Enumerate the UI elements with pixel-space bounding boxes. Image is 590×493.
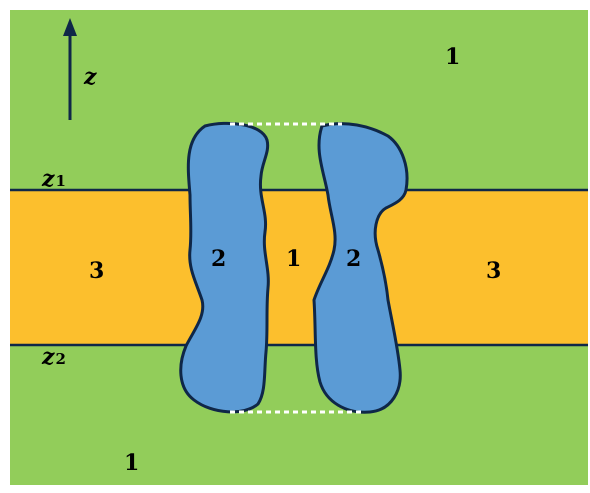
z-axis-label: z	[83, 64, 97, 90]
protein-subunit-left	[179, 121, 270, 414]
region-label-membrane-right: 3	[486, 258, 501, 284]
region-label-membrane-left: 3	[89, 258, 104, 284]
membrane-band	[10, 190, 588, 345]
z-axis-arrowhead	[63, 18, 77, 36]
region-label-medium-top: 1	[445, 44, 460, 70]
boundary-label-z1: z1	[41, 166, 66, 192]
boundary-label-z2: z2	[41, 344, 66, 370]
protein-subunit-right	[312, 122, 409, 414]
region-label-pore: 1	[286, 246, 301, 272]
region-label-protein-right: 2	[346, 246, 361, 272]
region-label-protein-left: 2	[211, 246, 226, 272]
region-label-medium-bottom: 1	[124, 450, 139, 476]
